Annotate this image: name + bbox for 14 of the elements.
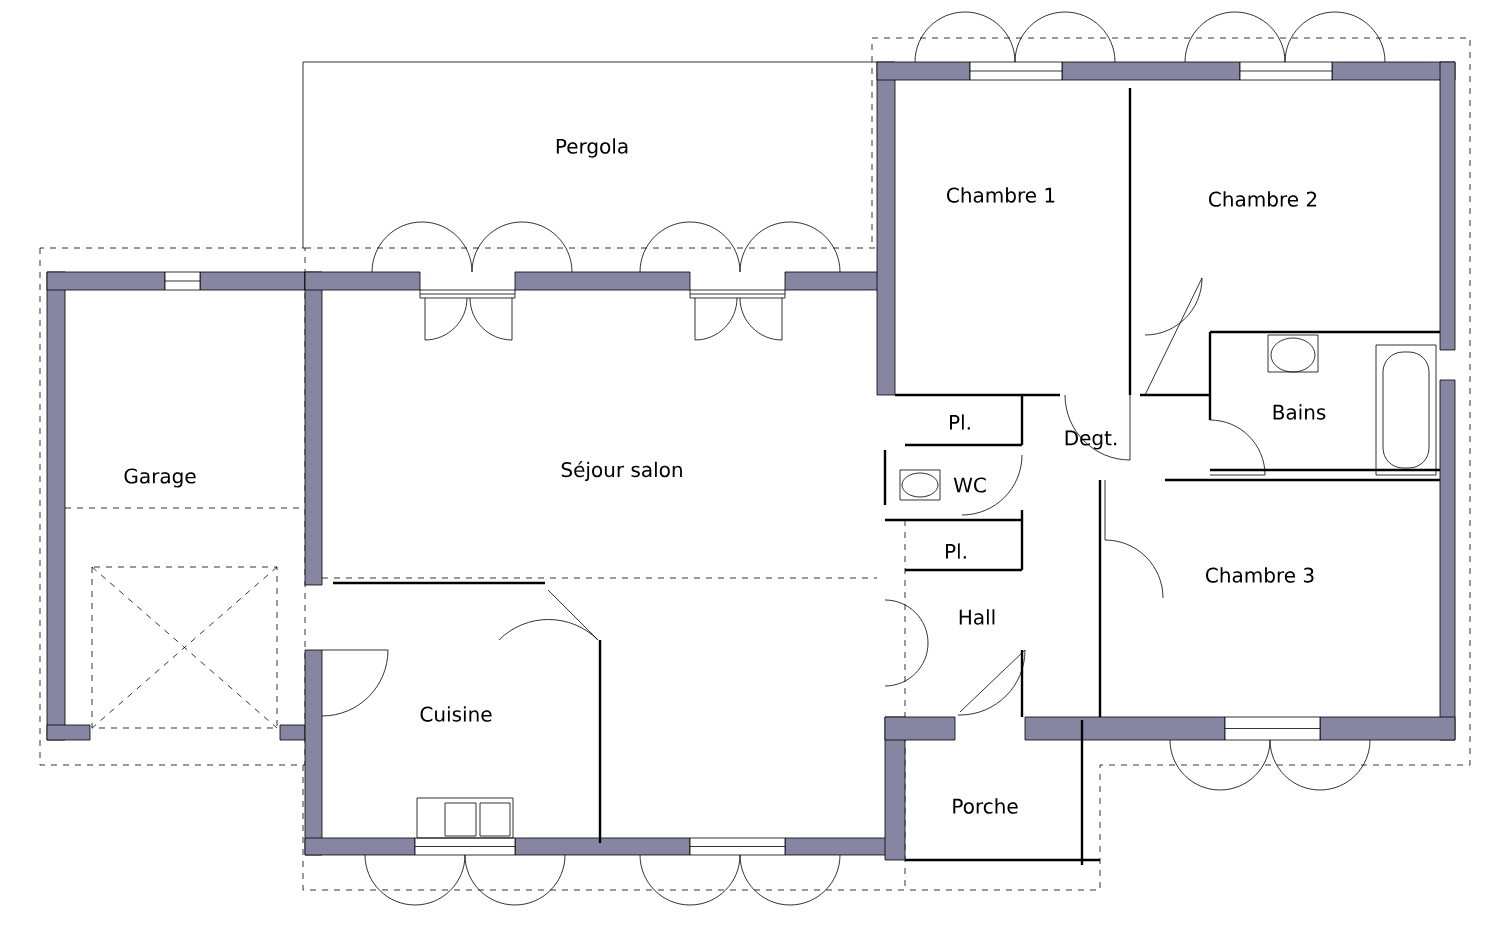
- room-label: Chambre 1: [947, 187, 1055, 203]
- room-label: Chambre 3: [1206, 567, 1314, 583]
- room-label: Degt.: [1065, 430, 1117, 450]
- room-label: Séjour salon: [561, 460, 682, 482]
- room-label: Pl.: [946, 543, 966, 559]
- room-label: WC: [953, 477, 986, 493]
- room-label: Bains: [1273, 404, 1326, 420]
- room-label: Garage: [124, 468, 196, 488]
- room-label: Pl.: [950, 414, 970, 430]
- room-label: Chambre 2: [1209, 191, 1317, 207]
- room-label: Hall: [959, 609, 995, 625]
- room-label: Porche: [953, 798, 1018, 814]
- room-label: Pergola: [556, 138, 628, 158]
- room-label: Cuisine: [420, 706, 492, 722]
